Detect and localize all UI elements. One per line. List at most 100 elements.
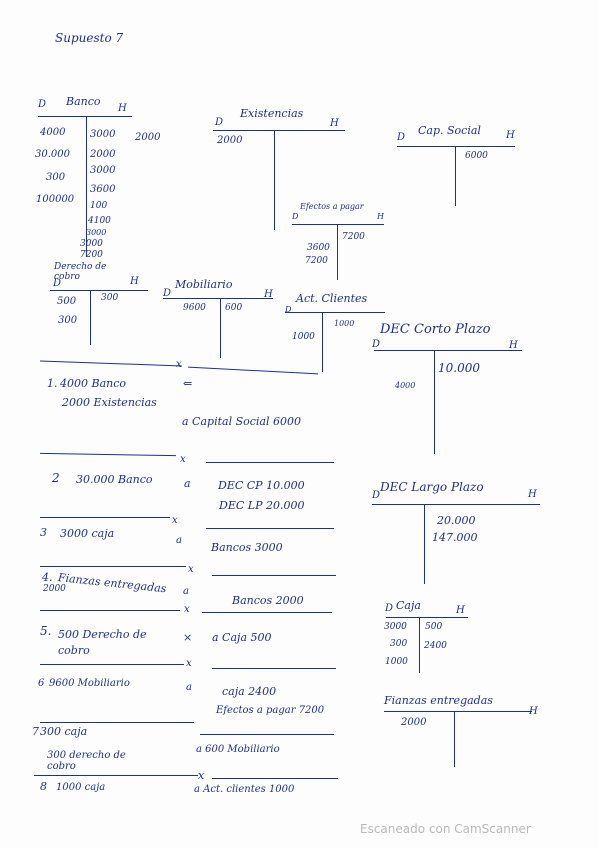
t-bar [384, 711, 532, 713]
debe-entry: 500 [57, 296, 77, 307]
entry-number: 5. [40, 624, 52, 638]
debe-entry: 9600 [183, 303, 206, 313]
haber-entry: 3600 [90, 184, 116, 195]
entry-separator [40, 610, 180, 612]
debe-entry: 7200 [305, 256, 328, 266]
debit-line: 9600 Mobiliario [49, 678, 130, 689]
page-title: Supuesto 7 [55, 31, 124, 45]
debe-marker: D [38, 99, 47, 110]
t-stem [455, 146, 457, 206]
haber-marker: H [118, 103, 127, 114]
separator-x: x [198, 769, 205, 782]
t-bar [374, 350, 522, 352]
debe-marker: D [215, 117, 224, 128]
entry-number: 3 [40, 526, 47, 539]
t-bar [50, 290, 148, 292]
haber-entry: 300 [101, 293, 119, 303]
haber-entry: 6000 [465, 151, 488, 161]
debe-entry: 300 [46, 172, 66, 183]
arrow-mark: ⇐ [183, 377, 193, 390]
account-name: Act. Clientes [296, 292, 368, 305]
credit-line: caja 2400 [222, 685, 277, 698]
t-bar [285, 312, 385, 314]
debe-entry: 300 [390, 639, 408, 649]
account-name: Banco [66, 95, 101, 108]
debe-entry: 100000 [36, 194, 75, 205]
haber-entry: 7200 [80, 250, 103, 260]
separator-x: x [184, 604, 190, 615]
t-stem [86, 116, 88, 256]
haber-entry: 10.000 [438, 361, 480, 375]
debit-line: 2000 [43, 584, 66, 594]
credit-line: Bancos 3000 [211, 541, 283, 554]
separator-x: x [176, 359, 182, 370]
haber-entry: 4100 [88, 216, 111, 226]
entry-separator [40, 566, 186, 568]
connector-a: a [176, 535, 182, 546]
debe-entry: 1000 [385, 657, 408, 667]
debit-line: 500 Derecho de cobro [58, 628, 147, 657]
debe-marker: D [285, 305, 292, 314]
debit-line: 3000 caja [60, 527, 115, 540]
separator-x: x [172, 515, 178, 526]
connector-a: a [183, 586, 189, 597]
account-name: DEC Largo Plazo [380, 480, 484, 494]
account-name: Fianzas entregadas [384, 694, 493, 707]
haber-marker: H [506, 130, 515, 141]
entry-separator [202, 612, 332, 614]
entry-separator [212, 575, 336, 577]
credit-line: DEC CP 10.000 [218, 479, 305, 492]
haber-entry: 3000 [90, 129, 116, 140]
debe-entry: 3600 [307, 243, 330, 253]
debe-entry: 1000 [292, 332, 315, 342]
debe-marker: D [53, 278, 62, 289]
debe-entry: 4000 [40, 127, 66, 138]
haber-marker: H [456, 605, 465, 616]
haber-marker: H [528, 489, 537, 500]
haber-marker: H [330, 118, 339, 129]
entry-separator [212, 778, 338, 780]
debit-line: 2000 Existencias [62, 396, 157, 409]
haber-marker: H [264, 289, 273, 300]
haber-entry: 2400 [424, 641, 447, 651]
entry-separator [34, 775, 198, 777]
haber-marker: H [529, 706, 538, 717]
entry-number: 4. [42, 571, 53, 584]
haber-entry: 3000 [80, 239, 103, 249]
entry-number: 1. [47, 377, 58, 390]
entry-separator [200, 734, 334, 736]
t-stem [322, 312, 324, 372]
entry-separator [40, 360, 182, 367]
haber-marker: H [509, 340, 518, 351]
entry-separator [40, 664, 184, 666]
entry-number: 6 [38, 678, 45, 689]
camscanner-watermark: Escaneado con CamScanner [360, 822, 531, 836]
credit-line: a Caja 500 [212, 631, 272, 644]
debit-line: Fianzas entregadas [57, 571, 168, 596]
haber-entry: 147.000 [432, 531, 478, 544]
t-stem [434, 350, 436, 454]
haber-marker: H [130, 276, 139, 287]
entry-separator [206, 528, 334, 530]
credit-line: a Act. clientes 1000 [194, 784, 295, 795]
entry-separator [40, 722, 194, 724]
debe-marker: D [385, 603, 394, 614]
haber-entry: 600 [225, 303, 243, 313]
debe-marker: D [163, 288, 172, 299]
debe-marker: D [372, 339, 381, 350]
debit-line: 30.000 Banco [76, 473, 153, 486]
debe-entry: 30.000 [35, 149, 70, 160]
entry-separator [40, 517, 170, 519]
t-stem [419, 617, 421, 673]
debit-line: 300 caja [40, 725, 88, 738]
t-stem [337, 224, 339, 280]
entry-separator [188, 366, 318, 375]
credit-line: Bancos 2000 [232, 594, 304, 607]
entry-separator [212, 668, 336, 670]
haber-entry: 20.000 [437, 514, 476, 527]
account-name: Cap. Social [418, 124, 481, 137]
entry-separator [206, 462, 334, 464]
debe-entry: 2000 [401, 717, 427, 728]
debe-entry: 4000 [395, 381, 416, 390]
